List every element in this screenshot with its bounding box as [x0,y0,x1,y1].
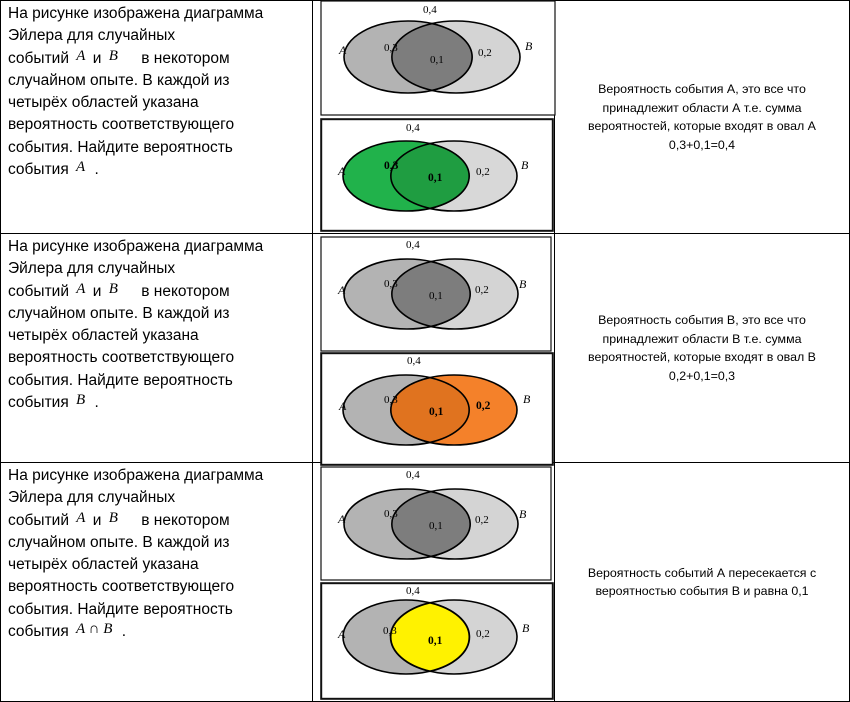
both-value: 0,1 [429,520,443,532]
euler-diagram-highlight-intersection: 0,4 A B 0,3 0,1 0,2 [320,582,554,700]
only-b-value: 0,2 [476,400,491,412]
answer-text: Вероятность событий А пересекается с вер… [587,565,817,599]
label-a: A [337,627,346,641]
variable-b: B [108,509,118,526]
target-event: A [76,159,86,176]
only-b-value: 0,2 [475,284,489,296]
question-text: На рисунке изображена диаграмма Эйлера д… [8,5,264,179]
only-b-value: 0,2 [478,47,492,59]
intersection-region [391,260,471,328]
intersection-region [391,22,473,92]
outside-value: 0,4 [423,4,437,16]
both-value: 0,1 [429,406,444,418]
intersection-region [390,376,470,444]
variable-a: A [76,47,86,64]
question-cell: На рисунке изображена диаграмма Эйлера д… [0,233,313,463]
answer-text: Вероятность события А, это все что прина… [588,82,816,152]
answer-cell: Вероятность события А, это все что прина… [554,0,850,234]
euler-diagram-highlight-a: 0,4 A B 0,3 0,1 0,2 [320,118,554,232]
label-b: B [519,507,527,521]
answer-cell: Вероятность события В, это все что прина… [554,233,850,463]
variable-a: A [76,280,86,297]
question-cell: На рисунке изображена диаграмма Эйлера д… [0,0,313,234]
label-b: B [525,39,533,53]
outside-value: 0,4 [406,122,420,134]
outside-value: 0,4 [407,355,421,367]
only-a-value: 0,3 [384,160,399,172]
label-b: B [522,621,530,635]
variable-b: B [108,280,118,297]
outside-value: 0,4 [406,585,420,597]
answer-text: Вероятность события В, это все что прина… [588,313,816,383]
only-b-value: 0,2 [476,166,490,178]
label-a: A [337,164,346,178]
label-b: B [519,277,527,291]
question-text: На рисунке изображена диаграмма Эйлера д… [8,238,264,412]
both-value: 0,1 [428,635,443,647]
variable-a: A [76,509,86,526]
label-b: B [523,392,531,406]
both-value: 0,1 [430,54,444,66]
outside-value: 0,4 [406,239,420,251]
euler-diagram-top: 0,4 A B 0,3 0,1 0,2 [320,0,556,116]
euler-diagram-top: 0,4 A B 0,3 0,1 0,2 [320,466,552,581]
label-a: A [337,512,346,526]
only-b-value: 0,2 [475,514,489,526]
answer-cell: Вероятность событий А пересекается с вер… [554,462,850,702]
intersection-region-highlighted [389,601,471,673]
question-text: На рисунке изображена диаграмма Эйлера д… [8,467,264,641]
only-a-value: 0,3 [384,278,398,290]
both-value: 0,1 [429,290,443,302]
only-b-value: 0,2 [476,628,490,640]
label-a: A [338,399,347,413]
both-value: 0,1 [428,172,443,184]
label-b: B [521,158,529,172]
label-a: A [338,43,347,57]
only-a-value: 0,3 [384,394,398,406]
intersection-region [391,490,471,558]
euler-diagram-highlight-b: 0,4 A B 0,3 0,1 0,2 [320,352,554,466]
variable-b: B [108,47,118,64]
only-a-value: 0,3 [384,508,398,520]
target-event: A ∩ B [76,621,113,638]
target-event: B [76,392,86,409]
intersection-region [390,142,470,210]
label-a: A [337,283,346,297]
only-a-value: 0,3 [384,42,398,54]
outside-value: 0,4 [406,469,420,481]
question-cell: На рисунке изображена диаграмма Эйлера д… [0,462,313,702]
only-a-value: 0,3 [383,625,397,637]
euler-diagram-top: 0,4 A B 0,3 0,1 0,2 [320,236,552,352]
